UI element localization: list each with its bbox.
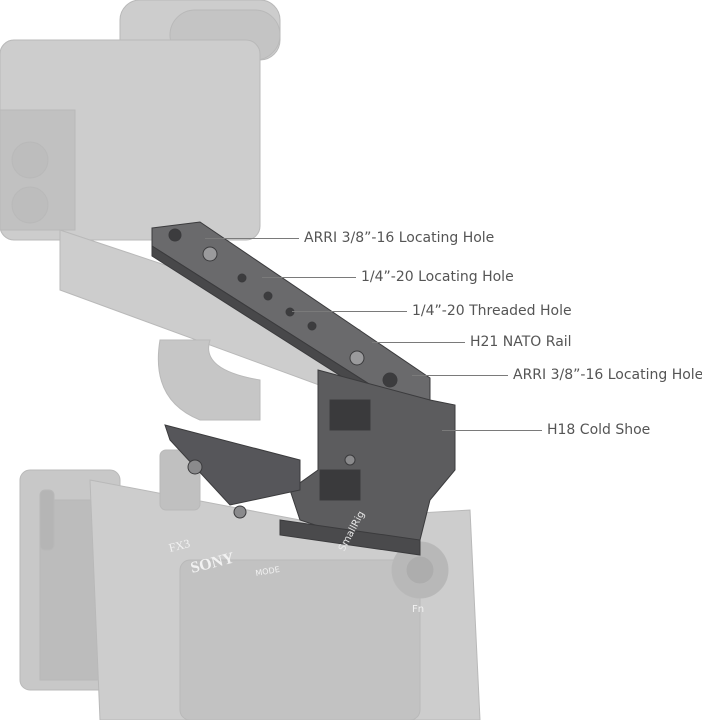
- leader-line: [442, 429, 542, 431]
- leader-line: [372, 341, 465, 343]
- callout-cold-shoe: H18 Cold Shoe: [442, 421, 650, 439]
- mount-arm: [164, 424, 301, 506]
- callout-label: 1/4”-20 Threaded Hole: [412, 303, 572, 319]
- leader-line: [262, 276, 356, 278]
- camera-model-marking: FX3: [167, 536, 191, 555]
- callout-nato-rail: H21 NATO Rail: [372, 333, 572, 351]
- callout-label: H18 Cold Shoe: [547, 422, 651, 438]
- smallrig-top-handle: [151, 221, 456, 556]
- leader-line: [412, 374, 508, 376]
- callout-label: ARRI 3/8”-16 Locating Hole: [513, 367, 702, 383]
- leader-line: [292, 310, 407, 312]
- callout-label: H21 NATO Rail: [470, 334, 572, 350]
- callout-arri-locating-hole-top: ARRI 3/8”-16 Locating Hole: [205, 229, 494, 247]
- camera-ghost: [0, 0, 481, 720]
- leader-line: [205, 237, 299, 239]
- callout-quarter-20-locating-hole: 1/4”-20 Locating Hole: [262, 268, 514, 286]
- callout-label: ARRI 3/8”-16 Locating Hole: [304, 230, 495, 246]
- fn-button-marking: Fn: [412, 604, 424, 615]
- mode-button-marking: MODE: [255, 565, 281, 578]
- callout-label: 1/4”-20 Locating Hole: [361, 269, 514, 285]
- callout-arri-locating-hole-bottom: ARRI 3/8”-16 Locating Hole: [412, 366, 702, 384]
- callout-quarter-20-threaded-hole: 1/4”-20 Threaded Hole: [292, 302, 572, 320]
